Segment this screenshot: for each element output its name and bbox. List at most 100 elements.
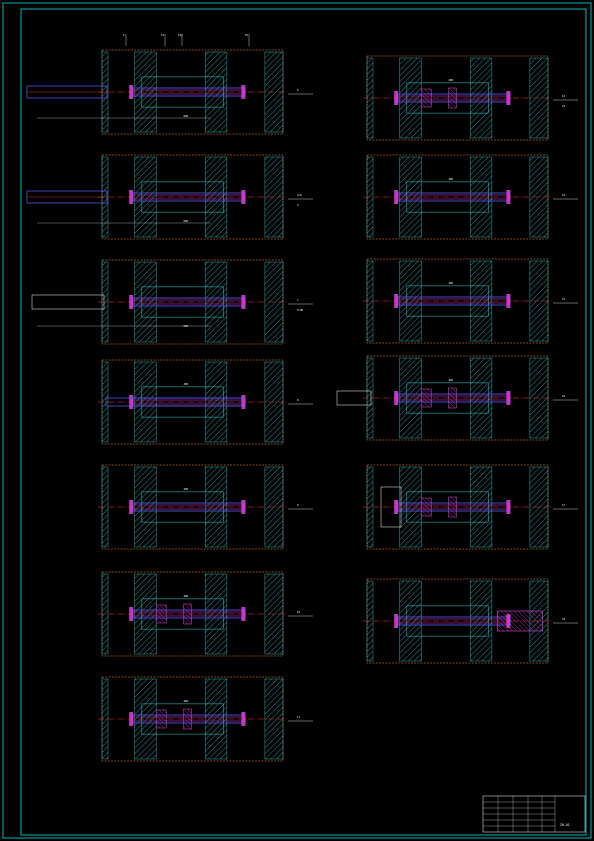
end-cap	[506, 500, 511, 514]
side-label: 4/6	[297, 193, 302, 197]
bore-outline	[406, 285, 489, 317]
right-panel-4: 16 400	[336, 355, 578, 441]
bore-outline	[406, 181, 489, 213]
top-section-marks: I II III IV	[123, 33, 250, 46]
end-cap	[241, 395, 246, 409]
side-label: 11	[297, 715, 301, 719]
end-cap	[129, 395, 134, 409]
gear	[448, 496, 457, 518]
left-panel-7: 11 400	[98, 676, 313, 762]
end-cap	[394, 391, 399, 405]
left-panel-3: 7M-6H 600	[31, 259, 313, 345]
end-cap	[394, 500, 399, 514]
end-cap	[506, 391, 511, 405]
top-dimension: 400	[448, 78, 453, 82]
side-label: 9	[297, 503, 299, 507]
right-panel-6: 18	[363, 578, 578, 664]
top-mark-2: II	[161, 33, 165, 37]
end-cap	[129, 190, 134, 204]
inner-border	[20, 8, 587, 836]
end-cap	[129, 607, 134, 621]
left-panel-6: 10 400	[98, 571, 313, 657]
end-cap	[241, 85, 246, 99]
gear	[183, 603, 192, 625]
side-label-secondary: 4	[297, 203, 299, 207]
end-cap	[241, 712, 246, 726]
bore-outline	[141, 76, 224, 108]
side-label: 17	[562, 503, 566, 507]
top-mark-1: I	[123, 33, 125, 37]
top-dimension: 400	[183, 382, 188, 386]
end-cap	[506, 91, 511, 105]
end-cap	[241, 295, 246, 309]
top-dimension: 400	[183, 699, 188, 703]
side-label: 10	[297, 610, 301, 614]
right-panel-3: 15 400	[363, 258, 578, 344]
end-cap	[394, 294, 399, 308]
end-cap	[241, 607, 246, 621]
left-panel-5: 9 400	[98, 464, 313, 550]
end-cap	[129, 295, 134, 309]
side-label-secondary: 13	[562, 104, 566, 108]
top-dimension: 400	[448, 177, 453, 181]
left-panel-1: 5 600	[26, 49, 313, 135]
gear	[156, 604, 167, 624]
drawing-number: ZH-01	[560, 823, 570, 827]
bore-outline	[141, 286, 224, 318]
gear	[421, 388, 432, 408]
end-cap	[506, 190, 511, 204]
right-panel-1: 12 13 400	[363, 55, 578, 141]
bolt	[105, 397, 243, 407]
top-dimension: 400	[448, 281, 453, 285]
title-block: ZH-01	[482, 795, 586, 833]
end-cap	[129, 712, 134, 726]
right-panel-5: 17	[363, 464, 578, 550]
gear	[421, 497, 432, 517]
end-cap	[394, 91, 399, 105]
bore-outline	[141, 703, 224, 735]
bore-outline	[406, 605, 489, 637]
bore-outline	[141, 491, 224, 523]
top-mark-4: IV	[245, 33, 249, 37]
side-label: 7	[297, 298, 299, 302]
end-cap	[129, 500, 134, 514]
top-dimension: 400	[183, 487, 188, 491]
gear	[448, 87, 457, 109]
side-label: 5	[297, 88, 299, 92]
side-label: 14	[562, 193, 566, 197]
bottom-dimension: 600	[183, 219, 188, 223]
bottom-dimension: 600	[183, 324, 188, 328]
top-mark-3: III	[178, 33, 183, 37]
gear	[183, 708, 192, 730]
gear	[421, 88, 432, 108]
end-cap	[394, 614, 399, 628]
end-cap	[241, 500, 246, 514]
side-label: 15	[562, 297, 566, 301]
left-panel-4: 8 400	[98, 359, 313, 445]
right-panel-2: 14 400	[363, 154, 578, 240]
spindle-head	[336, 390, 372, 406]
bore-outline	[406, 491, 489, 523]
top-dimension: 400	[448, 378, 453, 382]
end-cap	[129, 85, 134, 99]
fixture-block	[380, 486, 402, 528]
bore-outline	[141, 598, 224, 630]
side-label: 16	[562, 394, 566, 398]
end-cap	[241, 190, 246, 204]
top-dimension: 400	[183, 594, 188, 598]
bore-outline	[141, 386, 224, 418]
operation-panels: 56004/646007M-6H600840094001040011400121…	[26, 49, 578, 762]
side-label: 8	[297, 398, 299, 402]
side-label-secondary: M-6H	[297, 308, 304, 312]
left-panel-2: 4/6 4 600	[26, 154, 313, 240]
gear	[156, 709, 167, 729]
end-cap	[394, 190, 399, 204]
bore-outline	[141, 181, 224, 213]
bottom-dimension: 600	[183, 114, 188, 118]
side-label: 12	[562, 94, 566, 98]
chuck	[497, 610, 543, 632]
end-cap	[506, 294, 511, 308]
bore-outline	[406, 82, 489, 114]
